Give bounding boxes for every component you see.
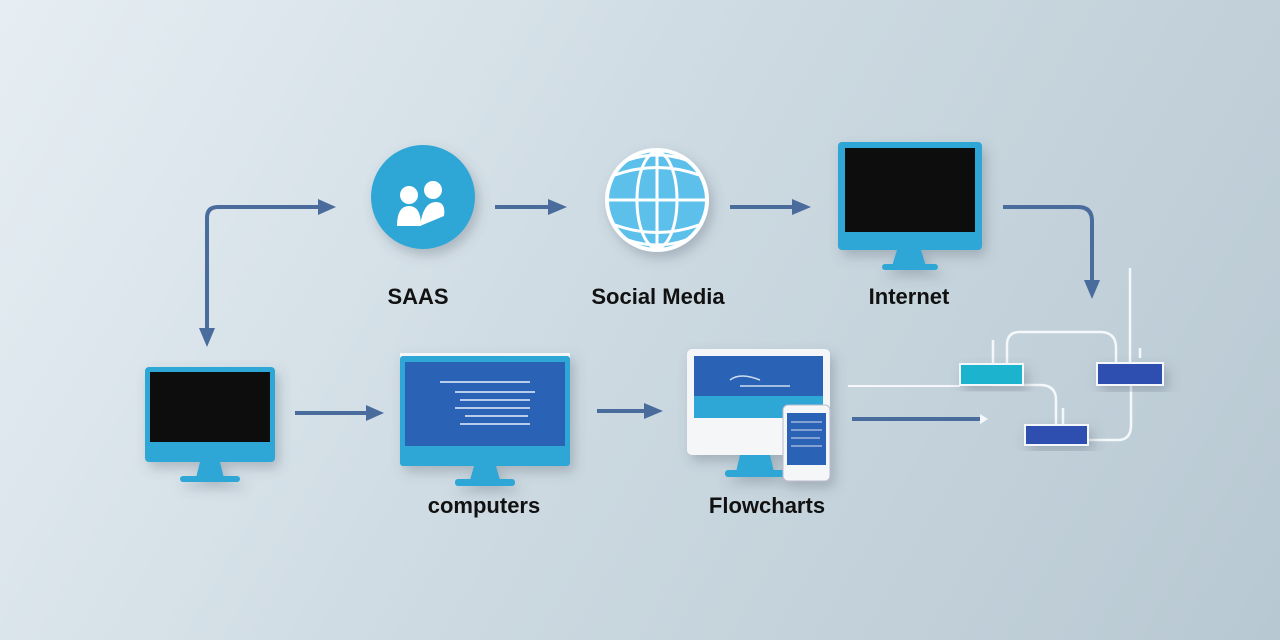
arrow-internet-to-network [1003, 205, 1100, 299]
monitor-icon [838, 142, 982, 270]
internet-node[interactable]: Internet [838, 142, 982, 309]
internet-label: Internet [869, 284, 950, 309]
flowcharts-label: Flowcharts [709, 493, 825, 518]
computers-label: computers [428, 493, 540, 518]
saas-node[interactable]: SAAS [371, 145, 475, 309]
arrow-monitor-to-saas [199, 199, 336, 347]
network-cluster[interactable] [848, 268, 1164, 446]
router-icon [959, 363, 1024, 386]
users-icon [371, 145, 475, 249]
social-media-node[interactable]: Social Media [591, 148, 725, 309]
arrow-monitor-to-computers [295, 405, 384, 421]
monitor-icon [145, 367, 275, 482]
saas-label: SAAS [387, 284, 448, 309]
desktop-tablet-icon [687, 349, 831, 482]
arrow-social-to-internet [730, 199, 811, 215]
monitor-icon [400, 353, 570, 486]
router-icon [1024, 424, 1089, 446]
arrow-computers-to-flowcharts [597, 403, 663, 419]
router-icon [1096, 362, 1164, 386]
arrow-saas-to-social [495, 199, 567, 215]
social-media-label: Social Media [591, 284, 725, 309]
flowcharts-node[interactable]: Flowcharts [687, 349, 831, 518]
computers-node[interactable]: computers [400, 353, 570, 518]
source-monitor[interactable] [145, 367, 275, 482]
globe-icon [605, 148, 709, 252]
